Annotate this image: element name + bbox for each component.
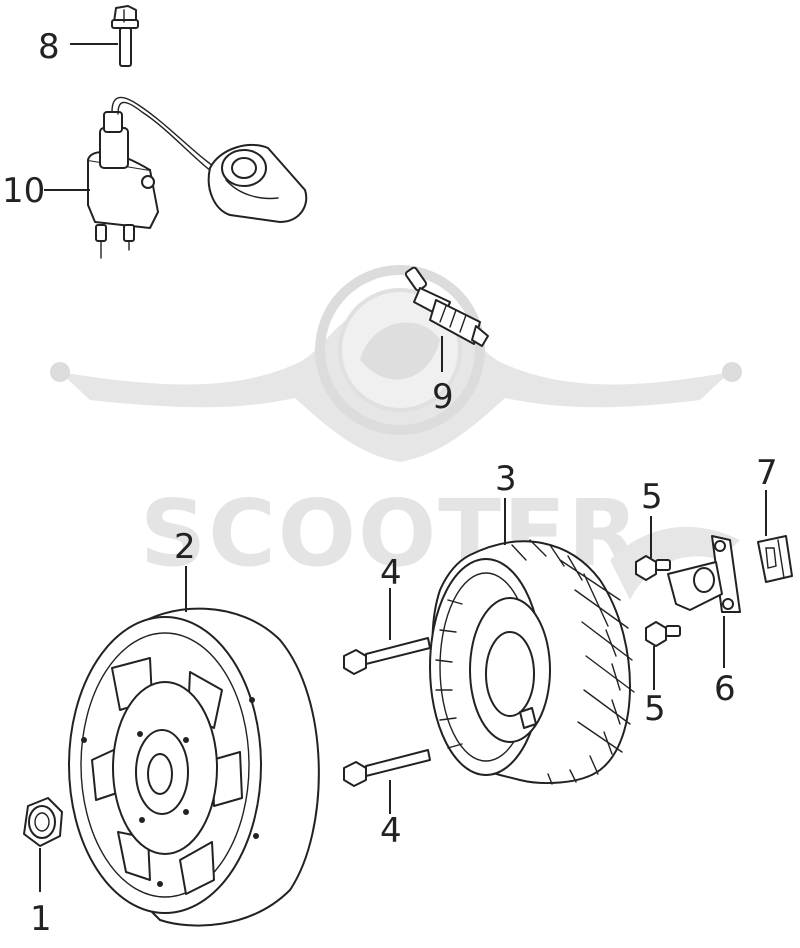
- watermark-logo: SCOOTER: [50, 265, 742, 600]
- bolt-4-upper: [343, 637, 431, 675]
- pulser-bracket-6: [667, 535, 741, 613]
- callout-7: 7: [756, 453, 778, 493]
- callout-8: 8: [38, 27, 60, 67]
- callout-2: 2: [174, 527, 196, 567]
- callout-10: 10: [2, 171, 45, 211]
- callout-5-upper: 5: [641, 477, 663, 517]
- ignition-coil-10: [87, 96, 308, 259]
- callout-1: 1: [30, 899, 52, 939]
- bolt-5-upper: [635, 555, 671, 581]
- flywheel-2: [68, 607, 320, 927]
- stator-3: [429, 539, 635, 785]
- callout-4-upper: 4: [380, 553, 402, 593]
- grommet-7: [757, 535, 793, 583]
- callout-4-lower: 4: [380, 811, 402, 851]
- leader-lines: [39, 43, 767, 892]
- bolt-5-lower: [645, 621, 681, 647]
- spark-plug-9: [404, 266, 489, 347]
- bolt-8: [111, 5, 139, 67]
- callout-5-lower: 5: [644, 689, 666, 729]
- nut-1: [23, 797, 63, 847]
- callout-6: 6: [714, 669, 736, 709]
- bolt-4-lower: [343, 749, 431, 787]
- callout-3: 3: [495, 459, 517, 499]
- callout-9: 9: [432, 377, 454, 417]
